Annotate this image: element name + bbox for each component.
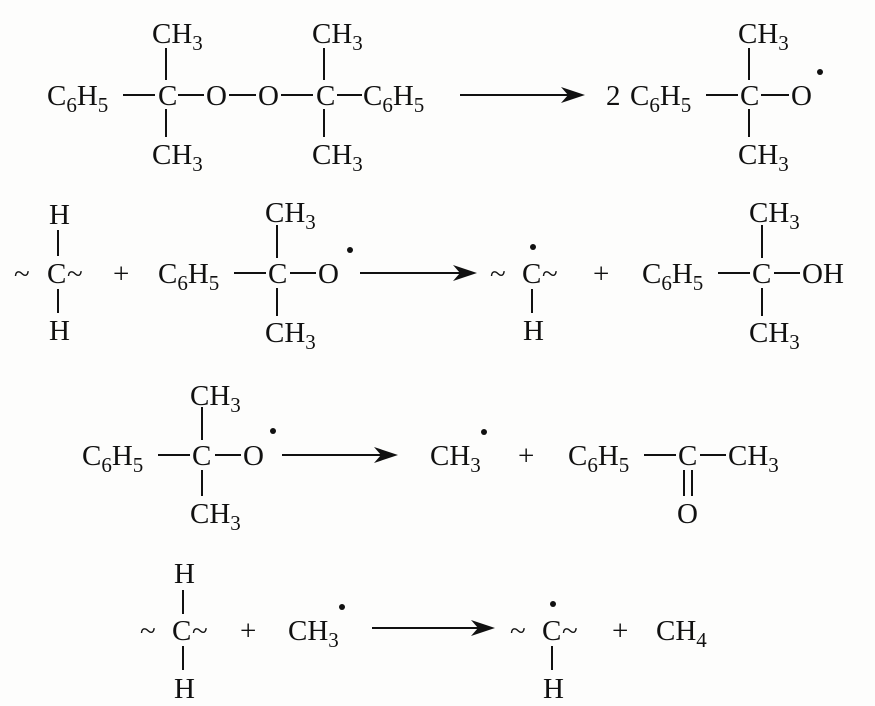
chain-tilde: ~ <box>67 258 83 290</box>
radical-dot <box>817 69 823 75</box>
hydrogen-atom: H <box>174 673 195 705</box>
phenyl-group <box>642 258 704 295</box>
radical-dot <box>339 604 345 610</box>
hydrogen-atom: H <box>543 673 564 705</box>
carbon-atom: C <box>192 440 211 472</box>
oxygen-atom: O <box>206 80 227 112</box>
phenyl-group <box>158 258 220 295</box>
hydrogen-atom: H <box>49 199 70 231</box>
chain-tilde: ~ <box>562 615 578 647</box>
methane-label: CH4 <box>656 615 707 652</box>
plus-sign: + <box>240 615 256 647</box>
plus-sign: + <box>113 258 129 290</box>
radical-dot <box>481 429 487 435</box>
carbon-atom: C <box>740 80 759 112</box>
phenyl-group <box>568 440 630 477</box>
carbon-atom: C <box>47 258 66 290</box>
hydrogen-atom: H <box>49 315 70 347</box>
methyl-radical <box>430 440 481 477</box>
radical-dot <box>347 247 353 253</box>
methyl-group <box>749 197 800 234</box>
carbon-atom: C <box>522 258 541 290</box>
plus-sign: + <box>593 258 609 290</box>
carbon-atom: C <box>678 440 697 472</box>
phenyl-group <box>630 80 692 117</box>
oxygen-atom: O <box>791 80 812 112</box>
methyl-radical <box>288 615 339 652</box>
plus-sign: + <box>612 615 628 647</box>
hydroxyl-group: OH <box>802 258 844 290</box>
chain-tilde: ~ <box>192 615 208 647</box>
carbon-atom: C <box>752 258 771 290</box>
radical-dot <box>530 244 536 250</box>
methyl-group <box>738 18 789 55</box>
reaction-4: H ~ C ~ H + ~ C ~ H + CH4 <box>140 558 707 705</box>
hydrogen-atom: H <box>174 558 195 590</box>
phenyl-group <box>363 80 425 117</box>
methyl-group <box>190 380 241 417</box>
carbon-atom: C <box>542 615 561 647</box>
hydrogen-atom: H <box>523 315 544 347</box>
carbon-atom: C <box>158 80 177 112</box>
methyl-group <box>749 317 800 354</box>
methyl-group <box>312 139 363 176</box>
methyl-group <box>738 139 789 176</box>
methyl-group <box>265 197 316 234</box>
methyl-group <box>728 440 779 477</box>
oxygen-atom: O <box>677 498 698 530</box>
oxygen-atom: O <box>258 80 279 112</box>
carbon-atom: C <box>316 80 335 112</box>
chain-tilde: ~ <box>14 258 30 290</box>
radical-dot <box>550 601 556 607</box>
reaction-2: H ~ C ~ H + C O ~ C ~ H + C OH <box>14 197 844 354</box>
plus-sign: + <box>518 440 534 472</box>
chain-tilde: ~ <box>542 258 558 290</box>
carbon-atom: C <box>172 615 191 647</box>
methyl-group <box>152 139 203 176</box>
reaction-3: C O + C O <box>82 380 779 535</box>
methyl-group <box>152 18 203 55</box>
reaction-1: C O O C 2 C O <box>47 18 823 176</box>
methyl-group <box>190 498 241 535</box>
methyl-group <box>265 317 316 354</box>
phenyl-group <box>47 80 109 117</box>
phenyl-group <box>82 440 144 477</box>
chain-tilde: ~ <box>140 615 156 647</box>
chain-tilde: ~ <box>510 615 526 647</box>
coefficient: 2 <box>606 80 621 112</box>
oxygen-atom: O <box>318 258 339 290</box>
chain-tilde: ~ <box>490 258 506 290</box>
carbon-atom: C <box>268 258 287 290</box>
oxygen-atom: O <box>243 440 264 472</box>
methyl-group <box>312 18 363 55</box>
radical-dot <box>270 428 276 434</box>
